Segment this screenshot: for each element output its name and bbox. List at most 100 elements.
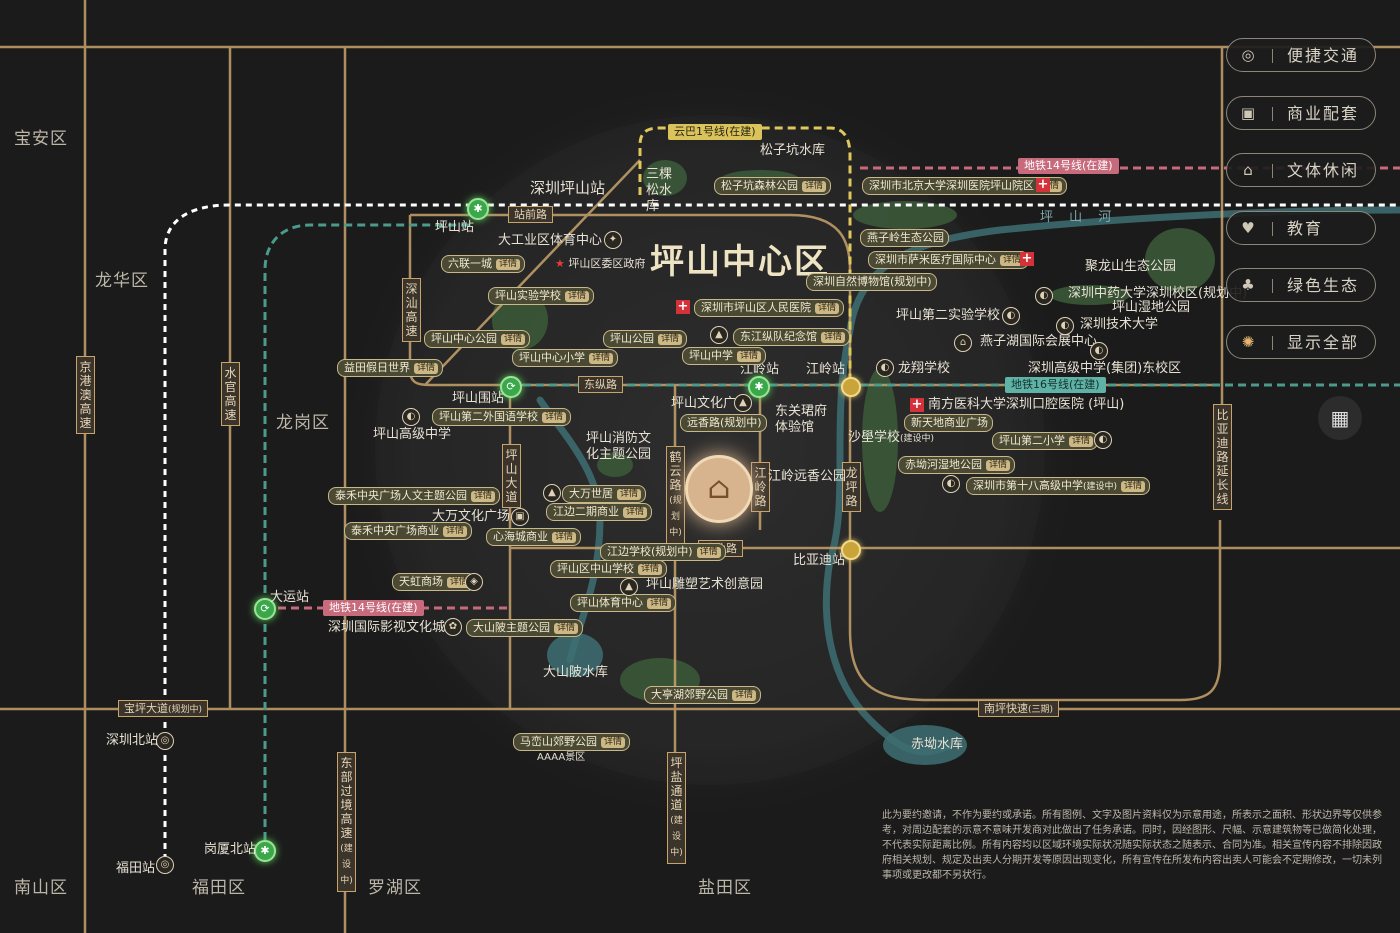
- poi-dashanbei-park[interactable]: 大山陂主题公园详情: [466, 619, 584, 637]
- poi-dawan-world[interactable]: 大万世居详情: [562, 485, 647, 503]
- detail-button[interactable]: 详情: [501, 334, 526, 345]
- detail-button[interactable]: 详情: [986, 460, 1011, 471]
- station-jiangling2[interactable]: 江岭站: [806, 362, 846, 377]
- poi-second-primary[interactable]: 坪山第二小学详情: [992, 432, 1099, 450]
- detail-button[interactable]: 详情: [554, 623, 579, 634]
- poi-jiangbian[interactable]: 江边二期商业详情: [546, 503, 653, 521]
- project-logo[interactable]: ⌂: [685, 455, 753, 523]
- metro-line14-west[interactable]: 地铁14号线(在建): [323, 600, 424, 616]
- detail-button[interactable]: 详情: [1038, 181, 1063, 192]
- poi-songzikeng-park-label: 松子坑森林公园: [721, 179, 798, 192]
- filter-green-button[interactable]: ♣绿色生态: [1226, 268, 1376, 302]
- poi-wetland: 坪山湿地公园: [1112, 300, 1191, 315]
- detail-button[interactable]: 详情: [1069, 436, 1094, 447]
- metro-yunba1[interactable]: 云巴1号线(在建): [668, 124, 762, 140]
- poi-tianxin-park[interactable]: 大亭湖郊野公园详情: [644, 686, 762, 704]
- detail-button[interactable]: 详情: [496, 259, 521, 270]
- station-dayun-icon[interactable]: ⟳: [254, 598, 276, 620]
- metro-line14-east[interactable]: 地铁14号线(在建): [1018, 158, 1119, 174]
- station-pingshan[interactable]: 坪山站: [435, 220, 475, 235]
- poi-pingshan-middle[interactable]: 坪山中学详情: [682, 347, 767, 365]
- poi-second-foreign[interactable]: 坪山第二外国语学校详情: [432, 408, 572, 426]
- detail-button[interactable]: 详情: [815, 303, 840, 314]
- filter-transit-button[interactable]: ◎便捷交通: [1226, 38, 1376, 72]
- detail-button[interactable]: 详情: [617, 489, 642, 500]
- station-shenzhen-north[interactable]: 深圳北站: [106, 733, 159, 748]
- poi-chikan-wetland[interactable]: 赤坳河湿地公园详情: [898, 456, 1016, 474]
- metro-line16[interactable]: 地铁16号线(在建): [1005, 377, 1106, 393]
- filter-commerce-button[interactable]: ▣商业配套: [1226, 96, 1376, 130]
- poi-xinhai[interactable]: 心海城商业详情: [486, 528, 582, 546]
- station-jiangling[interactable]: 江岭站: [740, 362, 780, 377]
- detail-button[interactable]: 详情: [443, 526, 468, 537]
- detail-button[interactable]: 详情: [589, 353, 614, 364]
- detail-button[interactable]: 详情: [565, 291, 590, 302]
- station-futian[interactable]: 福田站: [116, 861, 156, 876]
- detail-button[interactable]: 详情: [1000, 255, 1025, 266]
- detail-button[interactable]: 详情: [552, 532, 577, 543]
- station-biyadi[interactable]: 比亚迪站: [793, 553, 846, 568]
- poi-yuanxiang[interactable]: 远香路(规划中): [680, 414, 767, 432]
- poi-people-hospital[interactable]: 深圳市坪山区人民医院详情: [694, 299, 845, 317]
- station-jiangling2-icon[interactable]: [841, 377, 861, 397]
- station-gangxia-north[interactable]: 岗厦北站: [204, 842, 257, 857]
- detail-button[interactable]: 详情: [638, 564, 663, 575]
- detail-button[interactable]: 详情: [696, 547, 721, 558]
- station-dayun[interactable]: 大运站: [270, 590, 310, 605]
- detail-button[interactable]: 详情: [658, 334, 683, 345]
- poi-sami[interactable]: 深圳市萨米医疗国际中心详情: [868, 251, 1030, 269]
- station-pingshanwei[interactable]: 坪山围站: [452, 391, 505, 406]
- poi-songzikeng-park[interactable]: 松子坑森林公园详情: [714, 177, 832, 195]
- poi-xinhai-label: 心海城商业: [493, 530, 548, 543]
- poi-sports-center[interactable]: 坪山体育中心详情: [570, 594, 677, 612]
- station-shenzhen-north-icon[interactable]: ◎: [156, 732, 174, 750]
- detail-button[interactable]: 详情: [623, 507, 648, 518]
- poi-yanzi-park[interactable]: 燕子岭生态公园: [860, 229, 949, 247]
- poi-taihe-biz[interactable]: 泰禾中央广场商业详情: [344, 522, 473, 540]
- landmark-icon: ▲: [543, 484, 561, 502]
- detail-button[interactable]: 详情: [737, 351, 762, 362]
- detail-button[interactable]: 详情: [802, 181, 827, 192]
- landmark-icon: ▲: [620, 578, 638, 596]
- detail-button[interactable]: 详情: [647, 598, 672, 609]
- poi-center-park[interactable]: 坪山中心公园详情: [424, 330, 531, 348]
- filter-show-all-button[interactable]: ✺显示全部: [1226, 325, 1376, 359]
- filter-transit-label: 便捷交通: [1287, 46, 1360, 65]
- station-shenzhen-pingshan-icon[interactable]: ✱: [467, 198, 489, 220]
- qr-code-icon[interactable]: ▦: [1318, 396, 1362, 440]
- station-pingshanwei-icon[interactable]: ⟳: [500, 376, 522, 398]
- detail-button[interactable]: 详情: [471, 491, 496, 502]
- station-biyadi-icon[interactable]: [841, 540, 861, 560]
- station-jiangling-icon[interactable]: ✱: [748, 376, 770, 398]
- poi-zhongshan[interactable]: 坪山区中山学校详情: [550, 560, 668, 578]
- poi-dongjiang[interactable]: 东江纵队纪念馆详情: [733, 328, 851, 346]
- road-baoping-name: 宝坪大道: [124, 702, 168, 715]
- poi-exp-school[interactable]: 坪山实验学校详情: [488, 287, 595, 305]
- poi-malian[interactable]: 马峦山郊野公园详情: [513, 733, 631, 751]
- detail-button[interactable]: 详情: [1121, 481, 1146, 492]
- poi-eighteen-high[interactable]: 深圳市第十八高级中学(建设中)详情: [966, 477, 1151, 495]
- station-futian-icon[interactable]: ◎: [156, 856, 174, 874]
- poi-pingshan-park[interactable]: 坪山公园详情: [603, 330, 688, 348]
- detail-button[interactable]: 详情: [732, 690, 757, 701]
- filter-education-button[interactable]: ♥教育: [1226, 211, 1376, 245]
- river-pingshan: 坪 山 河: [1040, 210, 1118, 225]
- road-shuiguan: 水官高速: [221, 362, 240, 426]
- poi-liulian[interactable]: 六联一城详情: [441, 255, 526, 273]
- detail-button[interactable]: 详情: [542, 412, 567, 423]
- station-gangxia-north-icon[interactable]: ✱: [254, 840, 276, 862]
- poi-natural-museum[interactable]: 深圳自然博物馆(规划中): [806, 273, 937, 291]
- station-shenzhen-pingshan[interactable]: 深圳坪山站: [530, 179, 606, 197]
- poi-taihe-plaza[interactable]: 泰禾中央广场人文主题公园详情: [328, 487, 501, 505]
- poi-yiquan[interactable]: 益田假日世界详情: [337, 359, 444, 377]
- filter-culture-button[interactable]: ⌂文体休闲: [1226, 153, 1376, 187]
- poi-xintiandi[interactable]: 新天地商业广场: [904, 414, 993, 432]
- detail-button[interactable]: 详情: [414, 363, 439, 374]
- detail-button[interactable]: 详情: [601, 737, 626, 748]
- poi-pku-hospital[interactable]: 深圳市北京大学深圳医院坪山院区详情: [862, 177, 1068, 195]
- detail-button[interactable]: 详情: [447, 577, 472, 588]
- poi-jiangbian-school[interactable]: 江边学校(规划中)详情: [600, 543, 726, 561]
- detail-button[interactable]: 详情: [821, 332, 846, 343]
- poi-center-primary[interactable]: 坪山中心小学详情: [512, 349, 619, 367]
- poi-tianhong[interactable]: 天虹商场详情: [392, 573, 477, 591]
